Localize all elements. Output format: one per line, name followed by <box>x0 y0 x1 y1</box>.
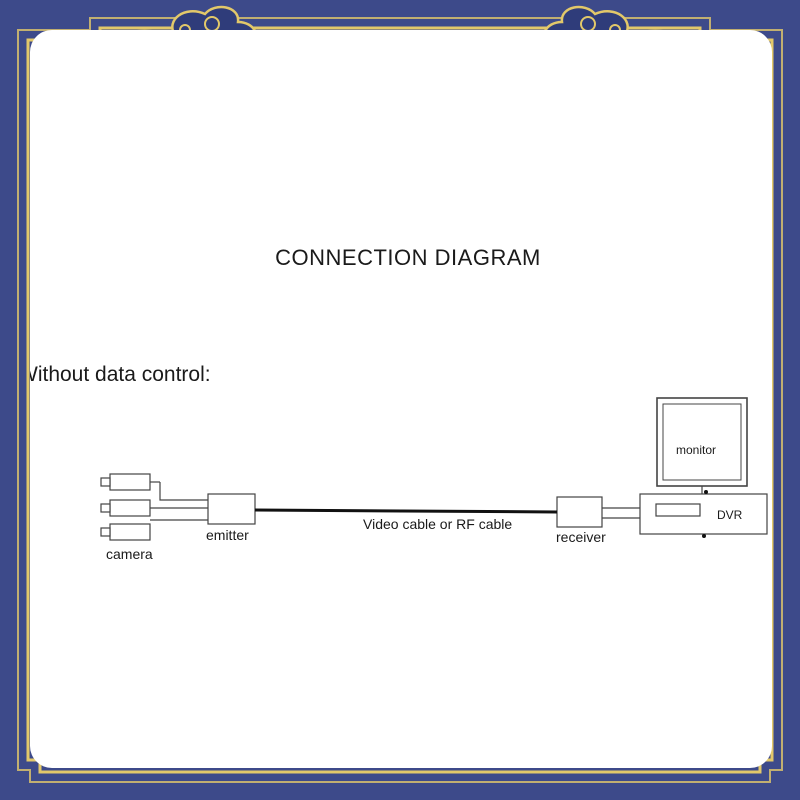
video-cable-line <box>254 508 558 514</box>
monitor-label: monitor <box>676 443 717 457</box>
connection-diagram <box>100 397 768 541</box>
diagram-title: CONNECTION DIAGRAM <box>275 245 541 270</box>
dvr-label: DVR <box>717 508 743 522</box>
emitter-label: emitter <box>206 527 249 543</box>
diagram-panel: CONNECTION DIAGRAM Without data control: <box>30 30 772 768</box>
cable-label: Video cable or RF cable <box>363 516 513 532</box>
camera-3-icon <box>100 523 151 541</box>
camera-1-icon <box>100 473 160 491</box>
receiver-box <box>556 496 603 528</box>
diagram-subtitle: Without data control: <box>30 363 211 386</box>
receiver-label: receiver <box>556 529 606 545</box>
camera-2-icon <box>100 499 151 517</box>
camera-label: camera <box>106 546 153 562</box>
dvr-display <box>655 503 701 517</box>
emitter-box <box>207 493 256 525</box>
monitor-icon <box>656 397 748 494</box>
